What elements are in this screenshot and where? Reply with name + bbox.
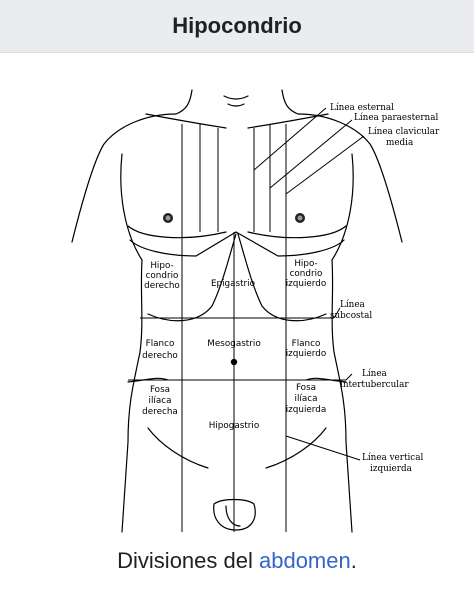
svg-text:Línea paraesternal: Línea paraesternal (354, 112, 438, 123)
svg-text:condrio: condrio (290, 269, 323, 279)
svg-text:Mesogastrio: Mesogastrio (207, 339, 260, 349)
costal-margin-left (147, 233, 237, 322)
page-title: Hipocondrio (172, 13, 302, 38)
svg-text:Flanco: Flanco (292, 339, 321, 349)
label-flanco-der-2: derecho (142, 351, 178, 361)
pectoral-right (247, 225, 347, 239)
svg-text:media: media (386, 138, 413, 148)
svg-text:Línea: Línea (362, 368, 387, 379)
shoulder-right (297, 113, 403, 243)
label-fosa-der-2: ilíaca (149, 396, 172, 406)
svg-text:izquierda: izquierda (370, 464, 412, 474)
nipple-right (295, 213, 305, 223)
svg-text:izquierda: izquierda (286, 405, 327, 415)
label-hipo-der-2: condrio (146, 271, 179, 281)
svg-text:Hipo-: Hipo- (150, 261, 173, 271)
label-flanco-der-1: Flanco (146, 339, 175, 349)
svg-text:Fosa: Fosa (296, 383, 316, 393)
leader-subcostal (333, 307, 341, 319)
label-epigastrio: Epigastrio (211, 279, 255, 289)
caption-suffix: . (350, 548, 357, 573)
hip-right (305, 377, 347, 383)
genital-line (225, 505, 241, 527)
abdomen-diagram-svg: Hipo- condrio derecho Epigastrio Hipo- c… (71, 89, 440, 533)
leader-paraesternal (269, 119, 353, 189)
svg-text:Flanco: Flanco (146, 339, 175, 349)
label-hipo-izq-3: izquierdo (286, 279, 327, 289)
inguinal-right (265, 427, 327, 469)
page-header: Hipocondrio (0, 0, 474, 53)
svg-text:Hipo-: Hipo- (294, 259, 317, 269)
leader-clavicular (285, 135, 365, 195)
nipple-left (163, 213, 173, 223)
abdomen-link[interactable]: abdomen (258, 548, 351, 573)
hip-left (127, 377, 169, 383)
label-linea-clavicular-1: Línea clavicular (368, 126, 440, 137)
neck-right-outline (281, 89, 299, 115)
neck-left-outline (175, 89, 193, 115)
label-fosa-izq-3: izquierda (286, 405, 327, 415)
arm-right-inner (331, 153, 354, 261)
rib-arch-right (235, 231, 345, 257)
label-linea-clavicular-2: media (386, 138, 413, 148)
label-flanco-izq-2: izquierdo (286, 349, 327, 359)
svg-text:Línea clavicular: Línea clavicular (368, 126, 440, 137)
arm-left-inner (120, 153, 143, 261)
svg-text:Línea esternal: Línea esternal (330, 102, 394, 113)
label-linea-vertical-2: izquierda (370, 464, 412, 474)
label-linea-intertubercular-2: intertubercular (340, 380, 409, 390)
leader-vertical (285, 435, 361, 461)
torso-right-side (331, 259, 353, 533)
svg-text:intertubercular: intertubercular (340, 380, 409, 390)
leader-esternal (253, 107, 327, 171)
svg-text:izquierdo: izquierdo (286, 349, 327, 359)
svg-text:Hipogastrio: Hipogastrio (209, 421, 259, 431)
throat-mark-2 (227, 103, 245, 107)
label-fosa-izq-2: ilíaca (295, 394, 318, 404)
label-linea-paraesternal: Línea paraesternal (354, 112, 438, 123)
svg-text:Línea: Línea (340, 299, 365, 310)
svg-text:derecho: derecho (142, 351, 178, 361)
clavicle-left (145, 113, 227, 129)
svg-text:ilíaca: ilíaca (295, 394, 318, 404)
shoulder-left (71, 113, 177, 243)
caption-text: Divisiones del (117, 548, 259, 573)
label-linea-esternal: Línea esternal (330, 102, 394, 113)
svg-text:Epigastrio: Epigastrio (211, 279, 255, 289)
svg-text:Línea vertical: Línea vertical (362, 452, 423, 463)
svg-text:derecha: derecha (142, 407, 178, 417)
svg-text:izquierdo: izquierdo (286, 279, 327, 289)
pectoral-left (127, 225, 227, 239)
label-mesogastrio: Mesogastrio (207, 339, 260, 349)
label-hipogastrio: Hipogastrio (209, 421, 259, 431)
throat-mark (223, 95, 249, 100)
label-flanco-izq-1: Flanco (292, 339, 321, 349)
label-fosa-der-3: derecha (142, 407, 178, 417)
label-linea-subcostal-1: Línea (340, 299, 365, 310)
label-linea-intertubercular-1: Línea (362, 368, 387, 379)
label-linea-vertical-1: Línea vertical (362, 452, 423, 463)
label-fosa-der-1: Fosa (150, 385, 170, 395)
label-hipo-izq-1: Hipo- (294, 259, 317, 269)
costal-margin-right (237, 233, 327, 322)
label-fosa-izq-1: Fosa (296, 383, 316, 393)
label-linea-subcostal-2: subcostal (330, 311, 372, 321)
label-hipo-der-3: derecho (144, 281, 180, 291)
svg-text:Fosa: Fosa (150, 385, 170, 395)
rib-arch-left (129, 231, 237, 257)
svg-text:derecho: derecho (144, 281, 180, 291)
label-hipo-der-1: Hipo- (150, 261, 173, 271)
leader-intertubercular (345, 373, 353, 381)
torso-left-side (121, 259, 143, 533)
svg-text:ilíaca: ilíaca (149, 396, 172, 406)
figure-caption: Divisiones del abdomen. (0, 548, 474, 584)
umbilicus (230, 358, 238, 366)
svg-text:condrio: condrio (146, 271, 179, 281)
label-hipo-izq-2: condrio (290, 269, 323, 279)
svg-text:subcostal: subcostal (330, 311, 372, 321)
inguinal-left (147, 427, 209, 469)
abdomen-diagram: Hipo- condrio derecho Epigastrio Hipo- c… (0, 62, 474, 542)
